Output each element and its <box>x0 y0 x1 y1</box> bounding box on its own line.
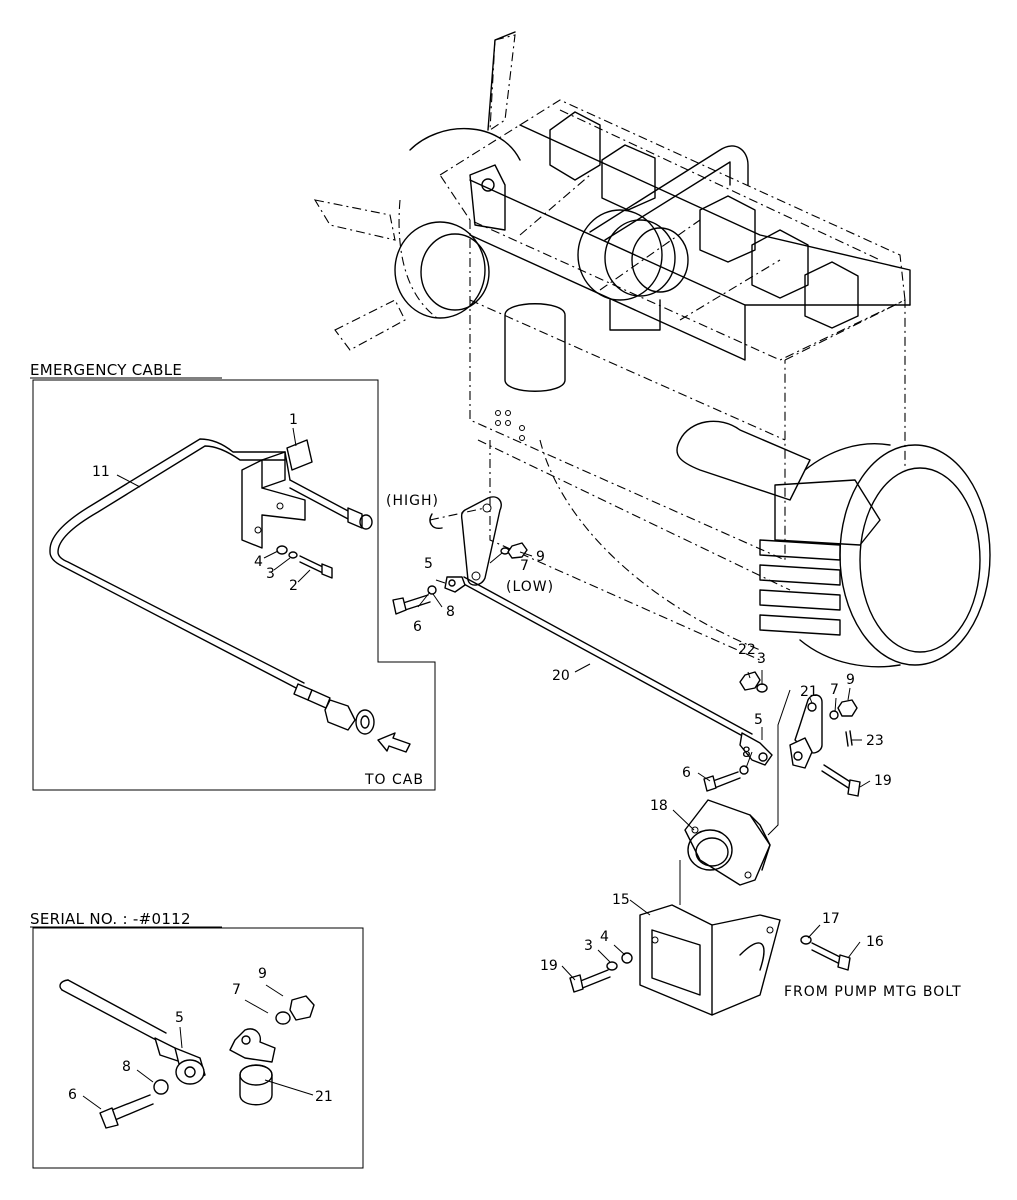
callout-5-bottom: 5 <box>754 712 763 728</box>
washer-17 <box>800 935 812 945</box>
oil-filter <box>504 303 566 392</box>
callout-7-top: 7 <box>520 558 529 574</box>
callout-6-top: 6 <box>413 619 422 635</box>
serial-rod <box>59 979 206 1085</box>
cable-end-fitting <box>293 683 375 735</box>
to-cab-arrow <box>377 732 411 753</box>
bracket-15 <box>639 904 781 1016</box>
washer-4 <box>276 545 288 555</box>
callout-9-top: 9 <box>536 549 545 565</box>
callout-serial-8: 8 <box>122 1059 131 1075</box>
serial-bolt-6 <box>111 1094 154 1121</box>
serial-washer-8 <box>153 1079 169 1095</box>
callout-11: 11 <box>92 464 110 480</box>
callout-20: 20 <box>552 668 570 684</box>
bolt-2 <box>299 555 326 574</box>
callout-serial-9: 9 <box>258 966 267 982</box>
callout-6-bottom: 6 <box>682 765 691 781</box>
bolt-19-lever <box>821 764 853 790</box>
callout-19-bracket: 19 <box>540 958 558 974</box>
serial-washer-7 <box>275 1011 291 1025</box>
serial-lever-21 <box>229 1028 276 1106</box>
emergency-bracket <box>241 451 306 549</box>
caption-to-cab: TO CAB <box>364 772 424 788</box>
caption-from-pump-mtg-bolt: FROM PUMP MTG BOLT <box>784 984 962 1000</box>
pin-23 <box>845 730 853 747</box>
callout-15: 15 <box>612 892 630 908</box>
emergency-cable <box>49 438 305 691</box>
speed-lever-plate <box>429 496 502 586</box>
engine-outline <box>439 99 906 661</box>
nut-9-top <box>507 542 528 559</box>
callout-2: 2 <box>289 578 298 594</box>
caption-low: (LOW) <box>506 579 554 595</box>
callout-8-bottom: 8 <box>742 745 751 761</box>
fan-pulley <box>394 127 521 321</box>
callout-5-top: 5 <box>424 556 433 572</box>
callout-22: 22 <box>738 642 756 658</box>
governor-lever-21 <box>789 694 823 769</box>
callout-4-bracket: 4 <box>600 929 609 945</box>
serial-nut-9 <box>289 995 315 1021</box>
starter-motor <box>676 420 811 501</box>
bolt-16 <box>811 942 843 965</box>
callout-3-lever: 3 <box>757 651 766 667</box>
washer-3-lever <box>756 683 768 693</box>
washer-3-bracket <box>606 961 618 971</box>
serial-inset-frame <box>32 927 364 1169</box>
part-1-clip <box>286 439 313 471</box>
callout-serial-6: 6 <box>68 1087 77 1103</box>
callout-18: 18 <box>650 798 668 814</box>
emergency-rod <box>289 479 351 521</box>
callout-3-bracket: 3 <box>584 938 593 954</box>
engine-pipe <box>589 145 749 233</box>
washer-8-bottom <box>739 765 749 775</box>
caption-high: (HIGH) <box>386 493 439 509</box>
alternator-pulley <box>577 209 689 331</box>
bell-housing-bolts <box>759 539 841 636</box>
callout-23: 23 <box>866 733 884 749</box>
washer-4-bracket <box>621 952 633 964</box>
callout-16: 16 <box>866 934 884 950</box>
washer-8-top <box>427 585 437 595</box>
heading-serial-no: SERIAL NO. : -#0112 <box>30 910 191 928</box>
block-holes <box>495 410 525 441</box>
heading-emergency-cable: EMERGENCY CABLE <box>30 361 182 379</box>
lifting-bracket <box>469 164 506 231</box>
callout-4: 4 <box>254 554 263 570</box>
callout-serial-5: 5 <box>175 1010 184 1026</box>
washer-7-lever <box>829 710 839 720</box>
callout-21: 21 <box>800 684 818 700</box>
nut-22 <box>739 671 761 691</box>
governor-housing-18 <box>684 799 771 886</box>
emergency-cable-frame <box>32 379 436 791</box>
callout-17: 17 <box>822 911 840 927</box>
callout-serial-7: 7 <box>232 982 241 998</box>
callout-9-lever: 9 <box>846 672 855 688</box>
engine-valve-cover <box>469 111 911 361</box>
callout-3: 3 <box>266 566 275 582</box>
callout-7-lever: 7 <box>830 682 839 698</box>
callout-19-lever: 19 <box>874 773 892 789</box>
rod-end-5-bottom <box>739 732 773 766</box>
nut-9-lever <box>837 699 858 717</box>
fan-blades <box>313 31 516 351</box>
callout-1: 1 <box>289 412 298 428</box>
callout-serial-21: 21 <box>315 1089 333 1105</box>
washer-3 <box>288 551 298 559</box>
bolt-19-bracket <box>577 969 611 990</box>
callout-8-top: 8 <box>446 604 455 620</box>
washer-7-top <box>500 547 510 555</box>
rod-20 <box>461 576 753 741</box>
